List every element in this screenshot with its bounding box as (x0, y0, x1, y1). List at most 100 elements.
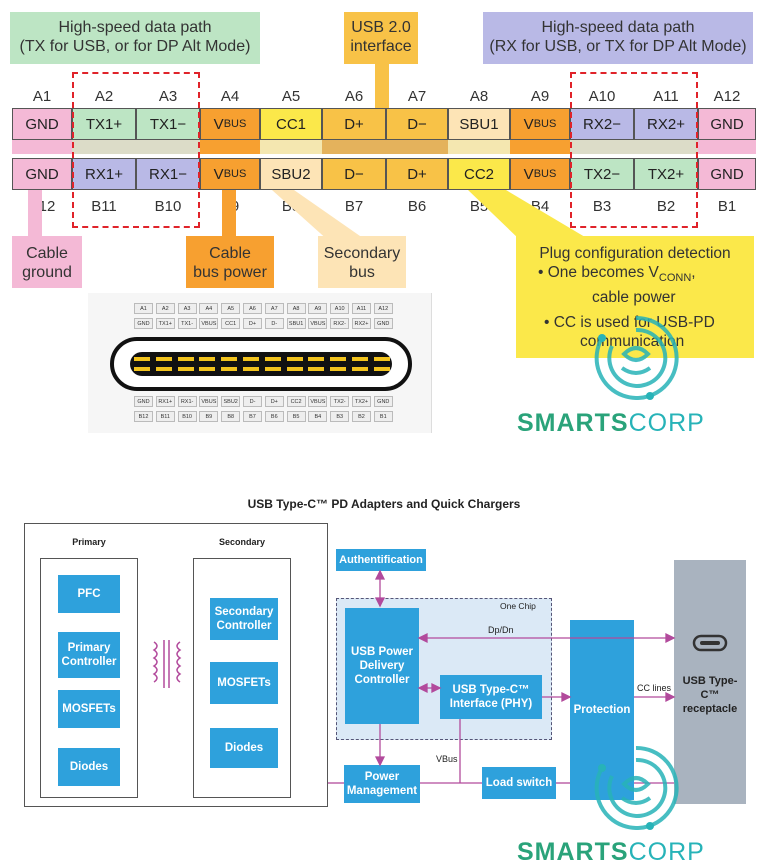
top-b_pins-10: TX2+ (634, 158, 698, 190)
vbus-bar-right (510, 140, 570, 154)
plug-b1-pre: • One becomes V (538, 264, 659, 281)
hs-tx-callout (10, 12, 260, 64)
sbu-bar (448, 140, 510, 154)
top-a_labels-9: A10 (588, 88, 616, 105)
plug-b1-post: , (691, 264, 696, 281)
d-bar (322, 140, 448, 154)
dp-dn-label: Dp/Dn (488, 625, 514, 635)
plug-bullet1: • One becomes VCONN, (516, 263, 754, 288)
tx1-bar (72, 140, 200, 154)
top-a_labels-5: A6 (344, 88, 364, 105)
top-b_pins-6: D+ (386, 158, 448, 190)
connector-contact-bot-6 (264, 367, 281, 371)
top-connector-b_labels-4: B8 (221, 411, 241, 422)
usb2-connector-bar (375, 62, 389, 108)
top-b_pins-11: GND (698, 158, 756, 190)
top-a_labels-10: A11 (653, 88, 679, 105)
connector-tongue (130, 352, 392, 376)
top-connector-a_labels-4: A5 (221, 303, 241, 314)
top-a_pins-7: SBU1 (448, 108, 510, 140)
hs-tx-callout-text: High-speed data path (TX for USB, or for… (10, 18, 260, 56)
connector-contact-top-9 (330, 357, 347, 361)
top-a_pins-5: D+ (322, 108, 386, 140)
top-connector-a_labels-1: A2 (155, 303, 175, 314)
one-chip-label: One Chip (500, 601, 536, 611)
rx-dashed-box (570, 72, 698, 228)
top-connector-a_pins-3: VBUS (199, 318, 219, 329)
top-a_pins-1: TX1+ (72, 108, 136, 140)
secondary-bus-line1: Secondary (323, 245, 401, 262)
top-b_labels-2: B10 (154, 198, 182, 215)
plug-b1-line2: cable power (592, 289, 676, 307)
pin-name: D+ (407, 165, 427, 183)
pfc-block: PFC (58, 575, 120, 613)
pin-name: V (213, 115, 224, 133)
usb-typec-phy-block: USB Type-C™ Interface (PHY) (440, 675, 542, 719)
usb2-callout (344, 12, 418, 64)
top-a_labels-0: A1 (32, 88, 52, 105)
usb2-callout-text: USB 2.0 interface (344, 18, 418, 56)
pin-name: RX1+ (85, 165, 123, 183)
top-b_pins-0: GND (12, 158, 72, 190)
vbus-subscript: BUS (223, 118, 247, 130)
secondary-title: Secondary (218, 537, 266, 547)
vbus-label: VBus (436, 754, 458, 764)
smartscorp-wordmark-bottom: SMARTSCORP (517, 838, 705, 867)
cable-bus-connector (222, 190, 236, 240)
top-a_labels-2: A3 (158, 88, 178, 105)
top-connector-b_labels-9: B3 (330, 411, 350, 422)
top-connector-a_pins-9: RX2- (330, 318, 350, 329)
vbus-subscript: BUS (533, 168, 557, 180)
power-management-block: Power Management (344, 765, 420, 803)
logo-smarts-top: SMARTS (517, 409, 629, 437)
top-connector-b_pins-0: GND (134, 396, 153, 407)
top-b_labels-10: B2 (656, 198, 676, 215)
top-connector-b_pins-10: TX2+ (352, 396, 371, 407)
pin-name: D− (407, 115, 427, 133)
load-switch-block: Load switch (482, 767, 556, 799)
connector-contact-top-4 (221, 357, 238, 361)
pin-name: V (523, 165, 534, 183)
top-connector-b_labels-5: B7 (243, 411, 262, 422)
logo-corp-top: CORP (628, 409, 705, 437)
top-connector-a_labels-9: A10 (330, 303, 350, 314)
vbus-subscript: BUS (533, 118, 557, 130)
top-a_pins-0: GND (12, 108, 72, 140)
top-connector-a_pins-8: VBUS (308, 318, 328, 329)
top-connector-b_labels-7: B5 (286, 411, 306, 422)
top-a_pins-9: RX2− (570, 108, 634, 140)
hs-rx-line1: High-speed data path (541, 19, 695, 36)
hs-rx-callout-text: High-speed data path (RX for USB, or TX … (483, 18, 753, 56)
connector-contact-top-5 (243, 357, 259, 361)
plug-b1-sub: CONN (658, 272, 692, 285)
top-connector-b_pins-5: D- (243, 396, 262, 407)
top-a_pins-11: GND (698, 108, 756, 140)
top-connector-a_pins-1: TX1+ (155, 318, 175, 329)
top-b_labels-11: B1 (717, 198, 737, 215)
top-connector-b_labels-2: B10 (177, 411, 197, 422)
secondary-mosfets-block: MOSFETs (210, 662, 278, 704)
primary-box (40, 558, 138, 798)
top-b_pins-9: TX2− (570, 158, 634, 190)
cable-ground-line1: Cable (26, 245, 68, 262)
top-connector-a_labels-6: A7 (264, 303, 284, 314)
secondary-bus-connector (272, 190, 360, 242)
connector-contact-bot-0 (134, 367, 150, 371)
logo-smarts-bottom: SMARTS (517, 838, 629, 866)
top-b_pins-4: SBU2 (260, 158, 322, 190)
top-b_labels-6: B6 (407, 198, 427, 215)
cable-bus-callout (186, 236, 274, 288)
smartscorp-emblem-icon-bottom (594, 745, 679, 830)
connector-contact-top-11 (373, 357, 390, 361)
pin-name: SBU1 (459, 115, 499, 133)
hs-tx-line2: (TX for USB, or for DP Alt Mode) (19, 38, 251, 55)
usb2-line1: USB 2.0 (351, 19, 411, 36)
top-b_labels-9: B3 (592, 198, 612, 215)
top-connector-b_pins-8: VBUS (308, 396, 328, 407)
top-connector-a_pins-6: D- (264, 318, 284, 329)
connector-contact-bot-10 (352, 367, 368, 371)
connector-contact-bot-1 (155, 367, 172, 371)
